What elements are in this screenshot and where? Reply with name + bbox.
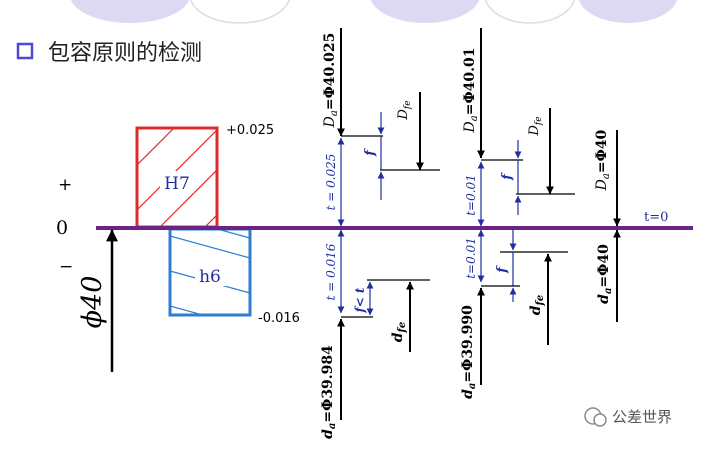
group1-upper-f-label: f — [363, 148, 378, 157]
hole-upper-deviation: +0.025 — [226, 123, 274, 138]
watermark: 公差世界 — [584, 407, 672, 427]
group1-upper-t-label: t = 0.025 — [324, 154, 338, 211]
group2-upper-t-label: t=0.01 — [464, 174, 478, 216]
group1-da-label: da=Φ39.984 — [320, 345, 338, 439]
group2-upper-f-label: f — [500, 172, 515, 181]
decorative-bubbles — [70, 0, 678, 24]
minus-sign: − — [59, 257, 73, 277]
group1-Da-label: Da=Φ40.025 — [322, 33, 340, 129]
group1-lower-f-label: f< t — [353, 287, 367, 313]
shaft-zone-label: h6 — [199, 267, 221, 287]
watermark-text: 公差世界 — [612, 408, 672, 426]
shaft-zone-h6: h6 — [168, 227, 252, 317]
plus-sign: + — [58, 175, 72, 195]
shaft-lower-deviation: -0.016 — [258, 311, 300, 326]
group3-Da-label: Da=Φ40 — [594, 129, 612, 191]
group2-da-label: da=Φ39.990 — [460, 305, 478, 399]
group1-dfe-label: dfe — [390, 322, 408, 342]
group2-Dfe-label: Dfe — [527, 116, 544, 136]
group2-lower-f-label: f — [495, 265, 510, 274]
bullet-square-icon — [16, 42, 34, 60]
hole-zone-label: H7 — [164, 174, 190, 194]
group3-da-label: da=Φ40 — [596, 244, 614, 304]
group2-dfe-label: dfe — [528, 295, 546, 315]
nominal-size-label: ϕ40 — [77, 276, 108, 329]
group1-lower-t-label: t = 0.016 — [324, 243, 338, 300]
slide-title: 包容原则的检测 — [48, 41, 202, 66]
group1-Dfe-label: Dfe — [396, 100, 413, 120]
case-group-2: Da=Φ40.01 Dfe t=0.01 f t=0.01 dfe f da=Φ… — [460, 28, 575, 399]
group2-lower-t-label: t=0.01 — [464, 237, 478, 279]
zero-label: 0 — [56, 217, 68, 239]
case-group-3: Da=Φ40 t=0 da=Φ40 — [594, 129, 668, 322]
case-group-1: Da=Φ40.025 Dfe t = 0.025 f t = 0.016 dfe… — [320, 28, 440, 439]
group2-Da-label: Da=Φ40.01 — [462, 48, 480, 134]
hole-zone-h7: H7 — [135, 126, 219, 229]
group3-t-label: t=0 — [644, 210, 668, 225]
